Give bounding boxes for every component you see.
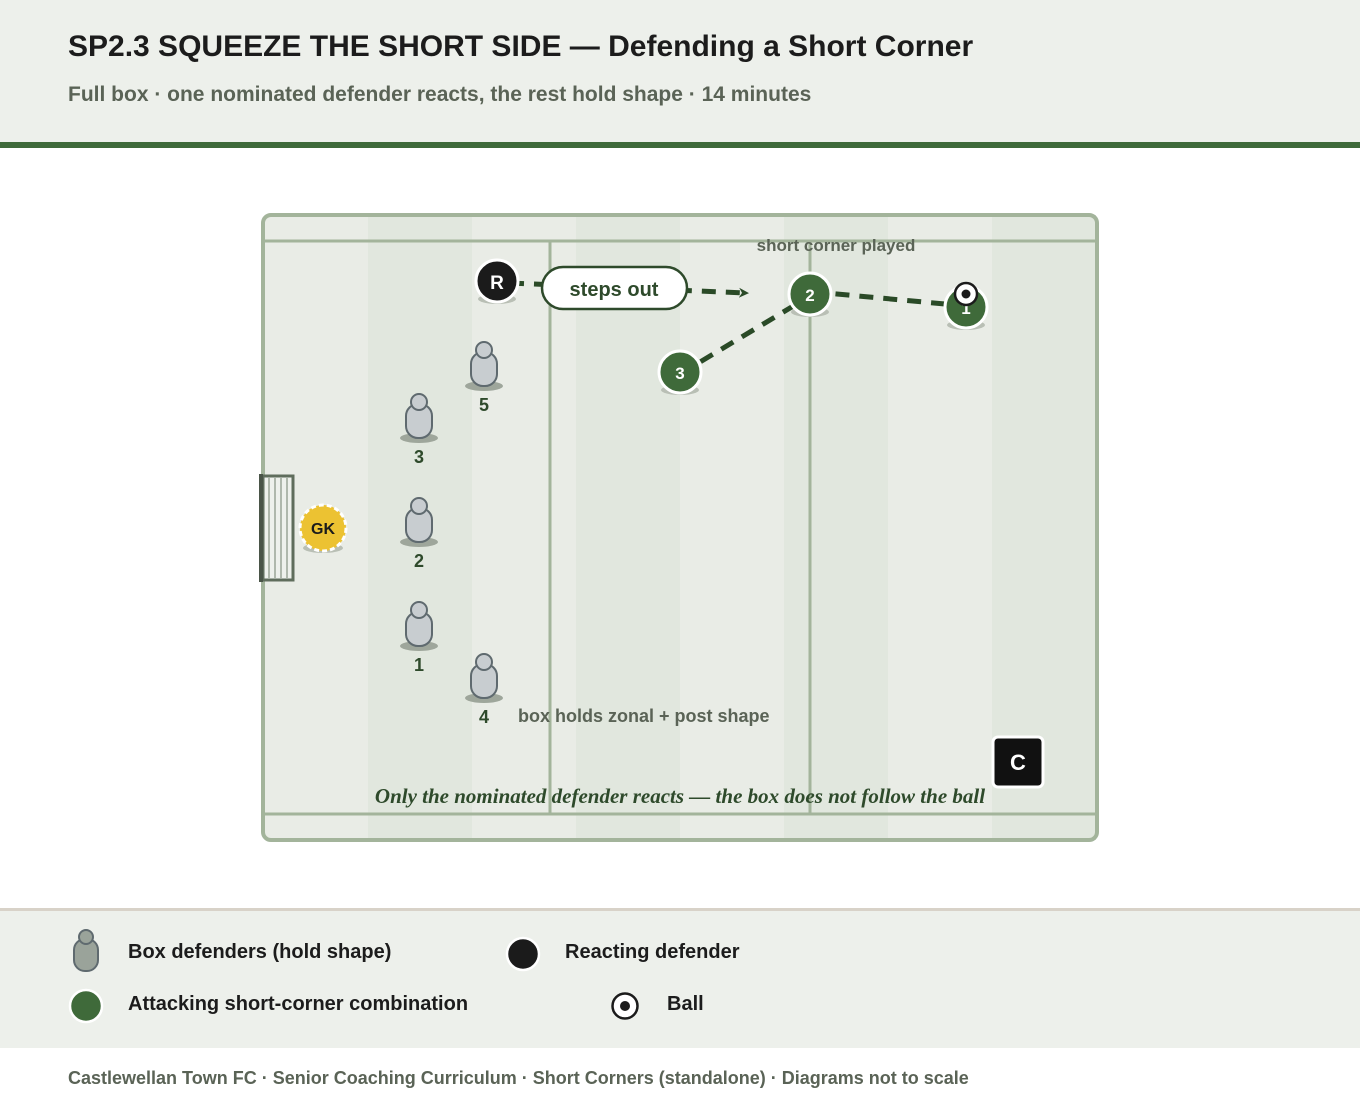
ball-legend-icon [611,992,639,1020]
attacker-3: 3 [657,349,703,395]
legend-item-ball: Ball [667,993,704,1016]
goal [259,474,295,582]
box-defender-2: 2 [400,497,438,571]
reacting-defender: R [474,258,520,304]
ball-icon [953,281,979,307]
legend-reacting-defender-label: Reacting defender [565,941,740,963]
attacker-2: 2 [787,271,833,317]
steps-out-label: steps out [570,279,659,301]
page-subtitle: Full box · one nominated defender reacts… [68,83,812,106]
box-holds-label: box holds zonal + post shape [518,706,770,726]
legend-box-defenders-label: Box defenders (hold shape) [128,941,392,963]
steps-out-callout: steps out [540,265,689,311]
pitch-stripe [576,215,680,840]
box-defender-3: 3 [400,393,438,467]
attacker-2-label: 2 [805,286,814,305]
pitch-stripe [784,215,888,840]
box-defender-3-label: 3 [414,447,424,467]
attacker-1-label: 1 [961,299,970,318]
legend-item-reacting-defender: Reacting defender [565,941,739,964]
header-divider [0,142,1360,148]
corner-pass-arrow [811,287,946,307]
layoff-pass-arrow [686,302,797,371]
reactor-run-arrow [509,280,749,298]
box-defender-5: 5 [465,341,503,415]
pitch-svg: steps out R 2 1 3 short [259,213,1099,842]
page-title: SP2.3 SQUEEZE THE SHORT SIDE — Defending… [68,30,974,63]
goalkeeper: GK [298,503,348,553]
legend-item-box-defenders: Box defenders (hold shape) [128,941,391,964]
drill-diagram: steps out R 2 1 3 short [0,148,1360,908]
legend-item-attacking-combo: Attacking short-corner combination [128,993,468,1016]
coaching-note: Only the nominated defender reacts — the… [375,784,985,808]
coach-marker: C [991,735,1045,789]
box-defender-4: 4 [465,653,503,727]
box-defender-4-label: 4 [479,707,489,727]
reactor-legend-icon [505,936,541,972]
legend-attacking-combo-label: Attacking short-corner combination [128,993,469,1015]
goalkeeper-label: GK [311,521,335,538]
coach-label: C [1010,750,1026,775]
short-corner-label: short corner played [757,236,916,255]
reacting-defender-label: R [490,273,504,294]
box-defender-1: 1 [400,601,438,675]
legend-ball-label: Ball [667,993,704,1015]
attacker-legend-icon [68,988,104,1024]
box-defender-5-label: 5 [479,395,489,415]
attacker-3-label: 3 [675,364,684,383]
box-defender-2-label: 2 [414,551,424,571]
legend: Box defenders (hold shape) Reacting defe… [0,908,1360,1048]
header: SP2.3 SQUEEZE THE SHORT SIDE — Defending… [0,0,1360,142]
dummy-legend-icon [73,929,99,972]
footer-text: Castlewellan Town FC · Senior Coaching C… [68,1068,969,1088]
box-defender-1-label: 1 [414,655,424,675]
